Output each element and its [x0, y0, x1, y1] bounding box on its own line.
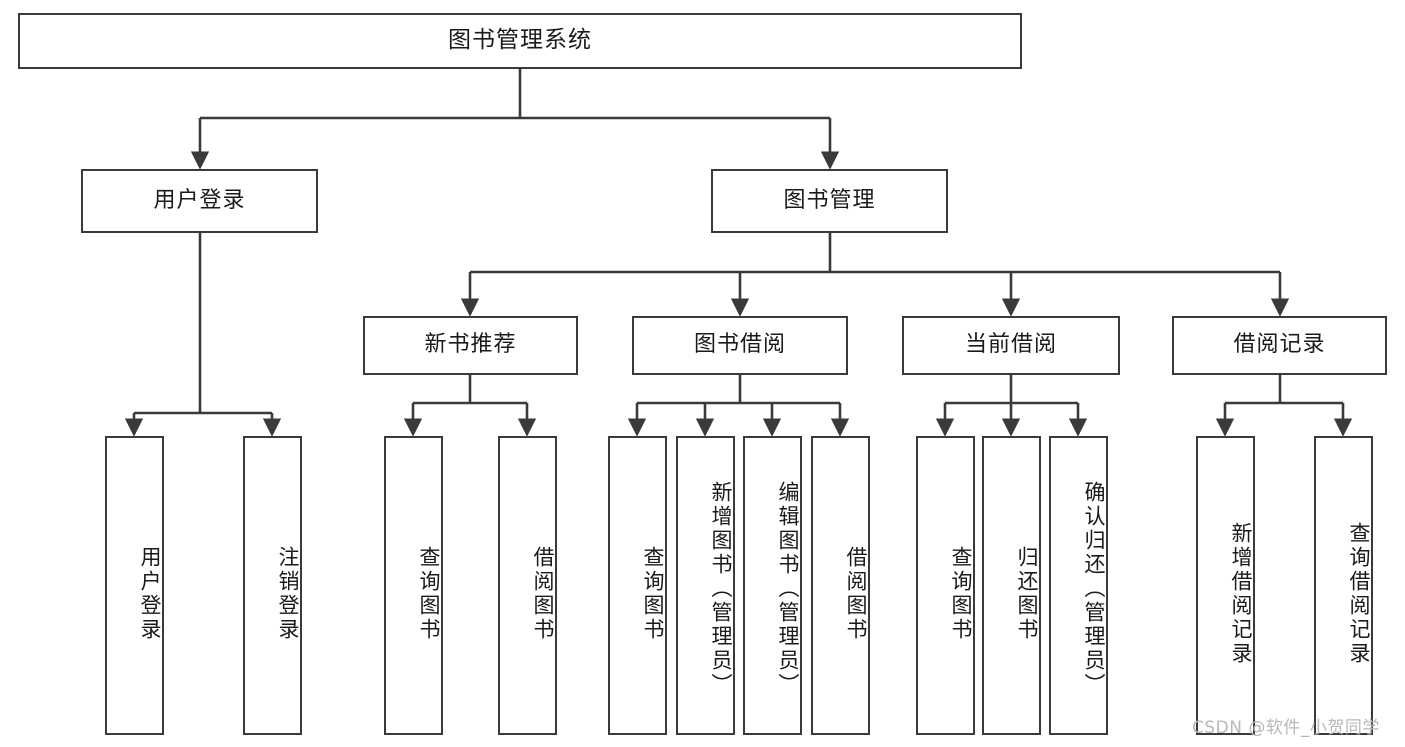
leaf-query-borrow-record[interactable]: 查询借阅记录 [1314, 436, 1373, 735]
leaf-confirm-return-admin[interactable]: 确认归还（管理员） [1049, 436, 1108, 735]
node-current-borrow[interactable]: 当前借阅 [902, 316, 1120, 375]
leaf-add-borrow-record[interactable]: 新增借阅记录 [1196, 436, 1255, 735]
leaf-edit-book-admin[interactable]: 编辑图书（管理员） [743, 436, 802, 735]
leaf-return-book[interactable]: 归还图书 [982, 436, 1041, 735]
leaf-borrow-book-borrow[interactable]: 借阅图书 [811, 436, 870, 735]
leaf-add-book-admin[interactable]: 新增图书（管理员） [676, 436, 735, 735]
leaf-logout-login[interactable]: 注销登录 [243, 436, 302, 735]
node-book-borrow[interactable]: 图书借阅 [632, 316, 848, 375]
leaf-query-book-current[interactable]: 查询图书 [916, 436, 975, 735]
node-borrow-record[interactable]: 借阅记录 [1172, 316, 1387, 375]
csdn-watermark: CSDN @软件_小贺同学 [1192, 718, 1380, 738]
node-root-system[interactable]: 图书管理系统 [18, 13, 1022, 69]
leaf-query-book-recommend[interactable]: 查询图书 [384, 436, 443, 735]
leaf-borrow-book-recommend[interactable]: 借阅图书 [498, 436, 557, 735]
leaf-user-login[interactable]: 用户登录 [105, 436, 164, 735]
node-user-login[interactable]: 用户登录 [81, 169, 318, 233]
leaf-query-book-borrow[interactable]: 查询图书 [608, 436, 667, 735]
node-book-management[interactable]: 图书管理 [711, 169, 948, 233]
node-new-book-recommend[interactable]: 新书推荐 [363, 316, 578, 375]
